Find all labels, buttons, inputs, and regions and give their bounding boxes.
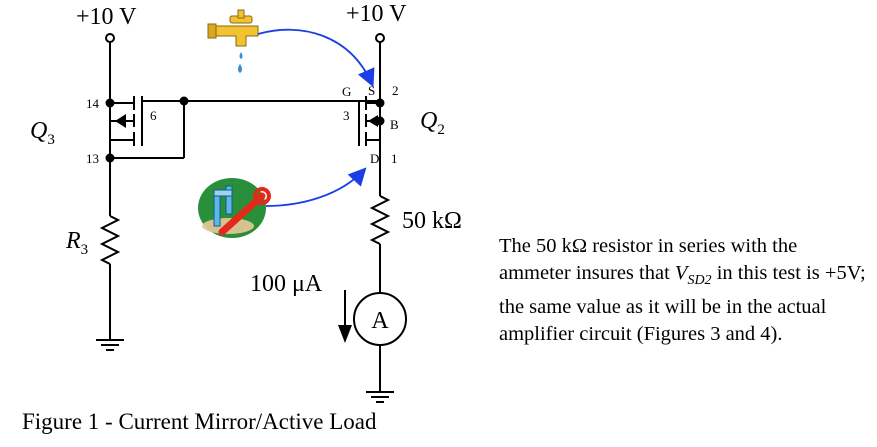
node-q2-body — [375, 116, 385, 126]
faucet-arrow — [257, 28, 375, 88]
faucet-icon — [207, 9, 259, 73]
q3-label: Q3 — [30, 118, 55, 148]
q2-pin-b: B — [390, 117, 399, 132]
resistor-50k-label: 50 kΩ — [402, 208, 462, 234]
q3-pin-6: 6 — [150, 108, 157, 123]
node-14 — [105, 98, 115, 108]
q2-pin-g: G — [342, 84, 351, 99]
ammeter-symbol: A — [371, 308, 389, 334]
q2-pin-3: 3 — [343, 108, 350, 123]
current-arrow-head — [338, 325, 352, 343]
q2-label: Q2 — [420, 108, 445, 138]
q3-pin-14: 14 — [86, 96, 100, 111]
supply-terminal-left — [105, 33, 115, 43]
supply-label-right: +10 V — [346, 1, 407, 27]
q2-pin-s: S — [368, 83, 375, 98]
wrench-arrow — [265, 167, 367, 207]
ground-right — [366, 391, 394, 403]
supply-label-left: +10 V — [76, 4, 137, 30]
current-label: 100 μA — [250, 271, 323, 297]
ground-left — [96, 339, 124, 351]
transistor-q3 — [109, 96, 380, 159]
supply-terminal-right — [375, 33, 385, 43]
q2-pin-1: 1 — [391, 151, 398, 166]
q3-pin-13: 13 — [86, 151, 99, 166]
figure-caption: Figure 1 - Current Mirror/Active Load — [22, 409, 377, 434]
explanation-note: The 50 kΩ resistor in series with the am… — [499, 235, 866, 346]
node-6 — [179, 96, 189, 106]
transistor-q2 — [358, 96, 381, 196]
resistor-50k — [369, 195, 391, 245]
q2-pin-2: 2 — [392, 83, 399, 98]
resistor-r3 — [99, 215, 121, 265]
wrench-icon — [198, 178, 271, 238]
node-q2-source — [375, 98, 385, 108]
r3-label: R3 — [65, 228, 88, 258]
q2-pin-d: D — [370, 151, 379, 166]
